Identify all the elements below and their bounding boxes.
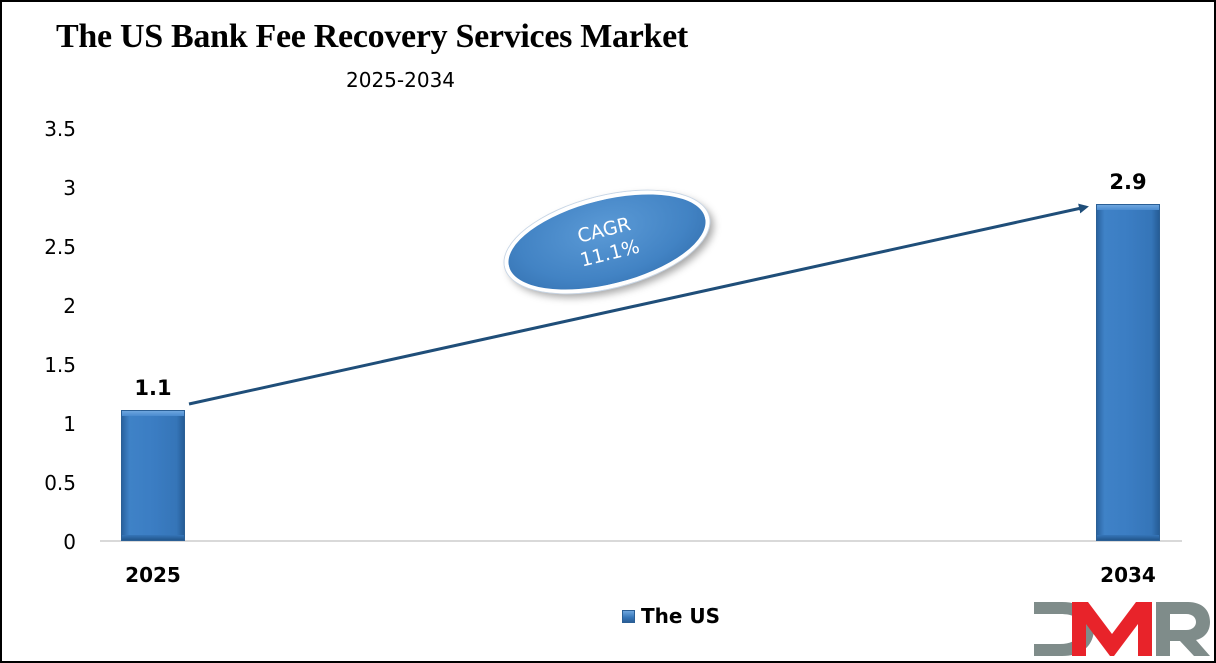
bar-2025 <box>121 410 185 541</box>
chart-subtitle: 2025-2034 <box>346 68 456 92</box>
category-label-2034: 2034 <box>1100 563 1156 587</box>
legend: The US <box>622 604 720 628</box>
y-tick: 3 <box>63 176 76 200</box>
dmr-logo-icon <box>1034 602 1210 656</box>
y-tick: 2.5 <box>44 235 76 259</box>
legend-label: The US <box>641 604 721 628</box>
y-tick: 1 <box>63 412 76 436</box>
value-label-2034: 2.9 <box>1109 170 1147 194</box>
y-tick: 0.5 <box>44 471 76 495</box>
value-label-2025: 1.1 <box>134 376 172 400</box>
category-label-2025: 2025 <box>125 563 181 587</box>
x-axis-line <box>100 540 1182 542</box>
y-tick: 1.5 <box>44 353 76 377</box>
y-tick: 2 <box>63 294 76 318</box>
chart-title: The US Bank Fee Recovery Services Market <box>56 18 688 55</box>
legend-swatch-icon <box>622 609 635 623</box>
y-tick: 3.5 <box>44 117 76 141</box>
y-tick: 0 <box>63 530 76 554</box>
bar-2034 <box>1096 204 1160 541</box>
